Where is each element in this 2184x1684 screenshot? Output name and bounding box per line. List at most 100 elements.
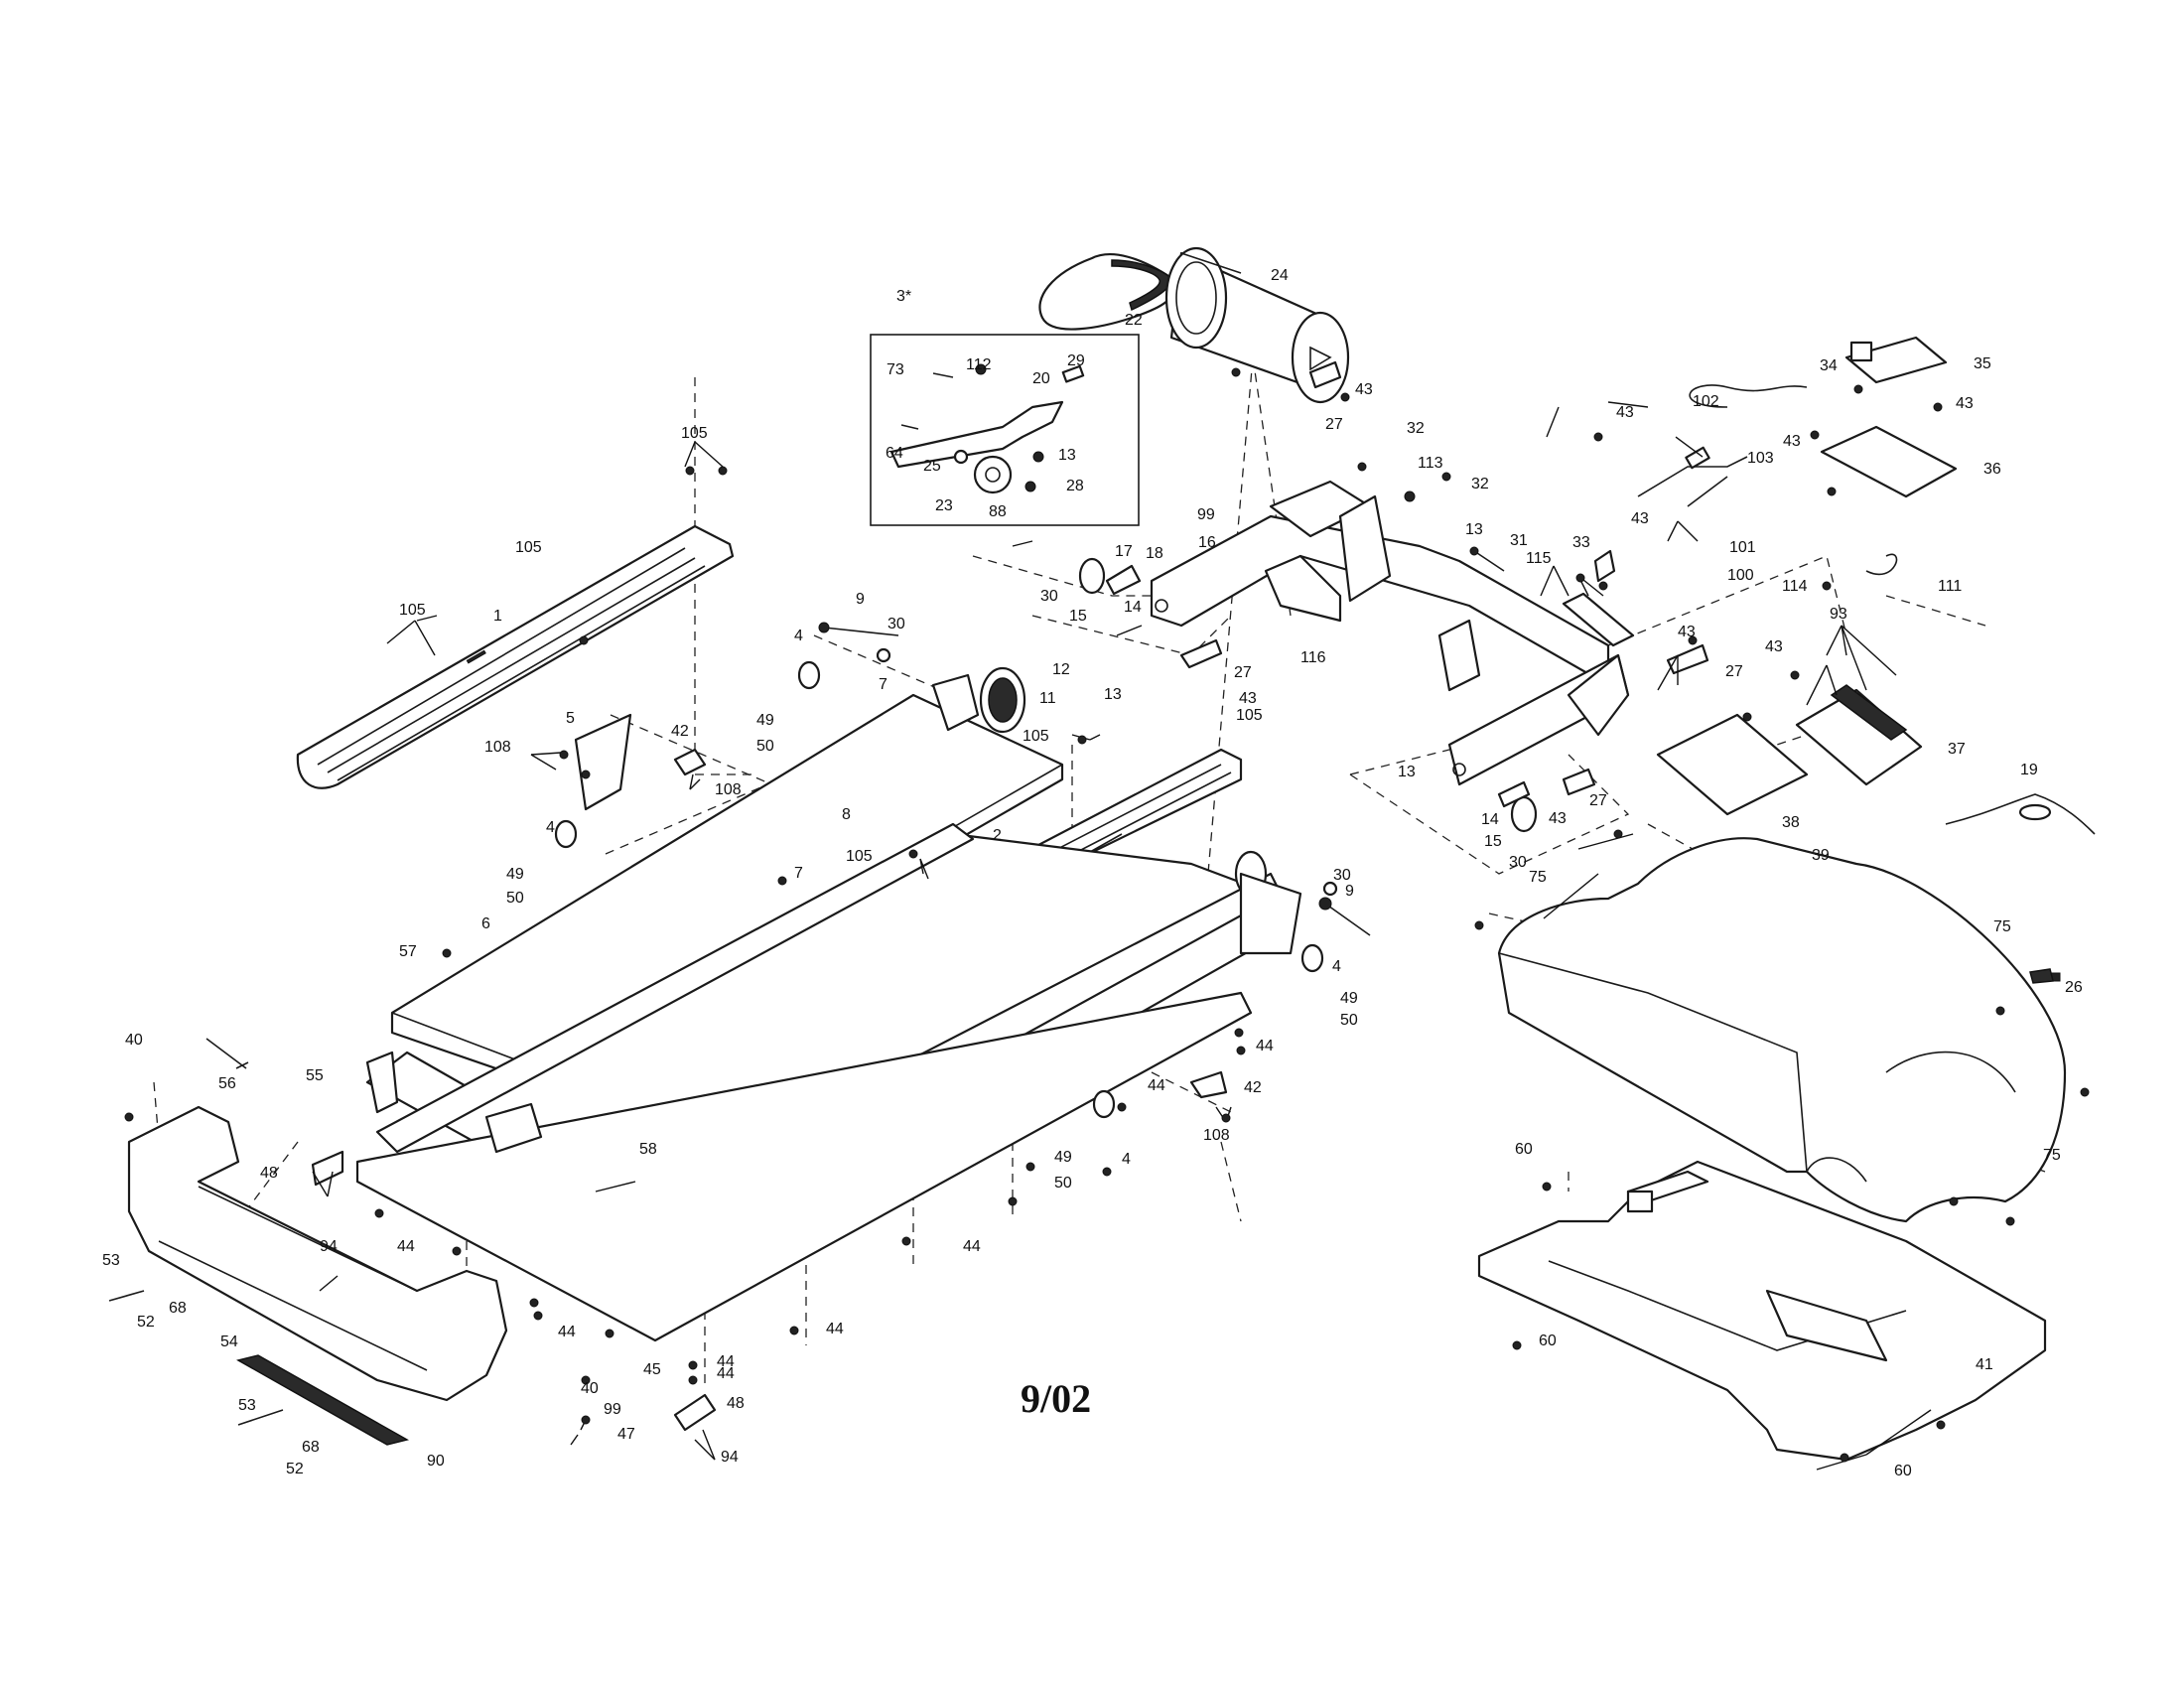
callout-68: 68 xyxy=(302,1439,320,1456)
callout-44: 44 xyxy=(397,1238,415,1255)
callout-60: 60 xyxy=(1894,1463,1912,1479)
callout-14: 14 xyxy=(1481,811,1499,828)
callout-57: 57 xyxy=(399,943,417,960)
callout-35: 35 xyxy=(1974,355,1991,372)
callout-34: 34 xyxy=(1820,357,1838,374)
callout-93: 93 xyxy=(1830,606,1847,623)
callout-14: 14 xyxy=(1124,599,1142,616)
motor-hood xyxy=(1497,837,2067,1223)
callout-43: 43 xyxy=(1616,404,1634,421)
callout-54: 54 xyxy=(220,1333,238,1350)
callout-43: 43 xyxy=(1783,433,1801,450)
callout-23: 23 xyxy=(935,497,953,514)
leader-lines xyxy=(312,401,1932,1471)
callout-99: 99 xyxy=(1197,506,1215,523)
callout-53: 53 xyxy=(102,1252,120,1269)
callout-105: 105 xyxy=(681,425,708,442)
callout-39: 39 xyxy=(1812,847,1830,864)
callout-15: 15 xyxy=(1484,833,1502,850)
callout-13: 13 xyxy=(1058,447,1076,464)
callout-43: 43 xyxy=(1678,624,1696,640)
callout-103: 103 xyxy=(1747,450,1774,467)
callout-105: 105 xyxy=(1236,707,1263,724)
callout-90: 90 xyxy=(427,1453,445,1470)
callout-101: 101 xyxy=(1729,539,1756,556)
callout-105: 105 xyxy=(846,848,873,865)
callout-25: 25 xyxy=(923,458,941,475)
callout-4: 4 xyxy=(1332,958,1341,975)
callout-4: 4 xyxy=(1122,1151,1131,1168)
callout-53: 53 xyxy=(238,1397,256,1414)
callout-24: 24 xyxy=(1271,267,1289,284)
callout-75: 75 xyxy=(1993,918,2011,935)
callout-75: 75 xyxy=(2043,1147,2061,1164)
front-roller-pulley xyxy=(931,666,1026,734)
callout-30: 30 xyxy=(1509,854,1527,871)
callout-105: 105 xyxy=(515,539,542,556)
callout-17: 17 xyxy=(1115,543,1133,560)
callout-40: 40 xyxy=(581,1380,599,1397)
callout-112: 112 xyxy=(966,356,992,373)
callout-49: 49 xyxy=(1340,990,1358,1007)
drive-belt xyxy=(1038,253,1175,331)
inset-label: 3* xyxy=(896,288,911,305)
callout-115: 115 xyxy=(1526,550,1552,567)
callout-49: 49 xyxy=(506,866,524,883)
callout-48: 48 xyxy=(260,1165,278,1182)
callout-113: 113 xyxy=(1418,455,1443,472)
callout-16: 16 xyxy=(1198,534,1216,551)
screws xyxy=(124,367,2090,1463)
callout-68: 68 xyxy=(169,1300,187,1317)
callout-31: 31 xyxy=(1510,532,1528,549)
callout-30: 30 xyxy=(1040,588,1058,605)
callout-50: 50 xyxy=(506,890,524,907)
callout-26: 26 xyxy=(2065,979,2083,996)
callout-73: 73 xyxy=(887,361,904,378)
callout-43: 43 xyxy=(1239,690,1257,707)
callout-19: 19 xyxy=(2020,762,2038,778)
callout-105: 105 xyxy=(1023,728,1049,745)
base-pan xyxy=(355,991,1253,1342)
callout-105: 105 xyxy=(399,602,426,619)
callout-9: 9 xyxy=(1345,883,1354,900)
callout-38: 38 xyxy=(1782,814,1800,831)
callout-40: 40 xyxy=(125,1032,143,1049)
callout-4: 4 xyxy=(794,628,803,644)
callout-2: 2 xyxy=(993,827,1002,844)
callout-58: 58 xyxy=(639,1141,657,1158)
callout-50: 50 xyxy=(1340,1012,1358,1029)
callout-64: 64 xyxy=(886,445,903,462)
callout-60: 60 xyxy=(1539,1333,1557,1349)
callout-13: 13 xyxy=(1398,764,1416,780)
callout-108: 108 xyxy=(715,781,742,798)
callout-55: 55 xyxy=(306,1067,324,1084)
callout-43: 43 xyxy=(1549,810,1567,827)
callout-75: 75 xyxy=(1529,869,1547,886)
callout-1: 1 xyxy=(493,608,502,625)
callout-9: 9 xyxy=(856,591,865,608)
callout-36: 36 xyxy=(1983,461,2001,478)
callout-43: 43 xyxy=(1956,395,1974,412)
callout-108: 108 xyxy=(1203,1127,1230,1144)
callout-28: 28 xyxy=(1066,478,1084,494)
front-roller-cover xyxy=(127,1105,508,1402)
callout-numbers: 1 2 4 4 4 4 5 6 7 7 8 9 9 11 12 13 13 13… xyxy=(102,267,2083,1479)
callout-44: 44 xyxy=(717,1353,735,1370)
callout-8: 8 xyxy=(842,806,851,823)
callout-18: 18 xyxy=(1146,545,1163,562)
foot-strip xyxy=(235,1354,410,1446)
callout-114: 114 xyxy=(1782,578,1808,595)
callout-94: 94 xyxy=(721,1449,739,1466)
callout-56: 56 xyxy=(218,1075,236,1092)
callout-13: 13 xyxy=(1104,686,1122,703)
callout-116: 116 xyxy=(1300,649,1326,666)
callout-43: 43 xyxy=(1631,510,1649,527)
callout-43: 43 xyxy=(1765,638,1783,655)
callout-47: 47 xyxy=(617,1426,635,1443)
callout-6: 6 xyxy=(481,915,490,932)
callout-100: 100 xyxy=(1727,567,1754,584)
callout-45: 45 xyxy=(643,1361,661,1378)
callout-111: 111 xyxy=(1938,578,1962,595)
frame-crossbar xyxy=(1150,480,1630,786)
